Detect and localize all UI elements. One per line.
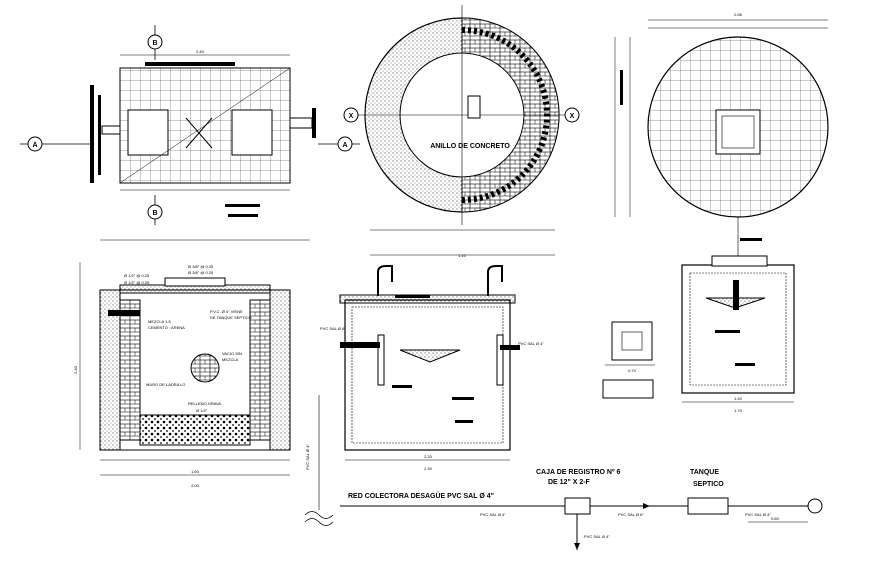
concrete-ring-label: ANILLO DE CONCRETO: [430, 143, 510, 150]
pit-outer-dim: 2.00: [191, 483, 200, 488]
end-pit-symbol: [807, 498, 823, 514]
pvc-segment-2: PVC SAL Ø 6": [618, 512, 644, 517]
svg-text:A: A: [342, 142, 347, 149]
right-plan-width-dim: 2.56: [734, 12, 743, 17]
concrete-ring-plan: ANILLO DE CONCRETO 1.10: [350, 5, 575, 258]
pit-width-dim: 1.60: [191, 469, 200, 474]
brick-wall-right: [249, 299, 271, 441]
section-marker-x-right: X: [564, 107, 580, 123]
pit-height-dim: 2.40: [73, 365, 78, 374]
right-tank-outer-dim: 1.70: [734, 408, 743, 413]
slab-top-bar: [145, 62, 235, 66]
brick-wall-label: MURO DE LADRILLO: [146, 382, 185, 387]
right-tank-section: 1.40 1.70: [681, 238, 795, 413]
section-marker-b-top: B: [147, 25, 163, 60]
registry-box-label: CAJA DE REGISTRO Nº 6: [536, 469, 620, 476]
section-marker-x-left: X: [343, 107, 359, 123]
opening-left: [127, 109, 169, 156]
septic-tank-label: TANQUE: [690, 469, 719, 476]
small-box-dim: 0.70: [628, 368, 637, 373]
registry-box-label-2: DE 12" X 2-F: [548, 479, 591, 486]
section-marker-a-left: A: [20, 136, 90, 152]
gravel-size-label: Ø 1/2": [196, 408, 208, 413]
void-label: VACIO SIN: [222, 351, 242, 356]
right-tank-inner-dim: 1.40: [734, 396, 743, 401]
percolation-pit-section: 1.60 2.00 2.40 MEZCLA 1:5 CEMENTO : AREN…: [73, 262, 291, 488]
svg-text:X: X: [349, 113, 354, 120]
pvc-in-label: PVC SAL Ø 6": [320, 326, 346, 331]
rebar-label-1: Ø 1/2" @ 0.25: [124, 273, 150, 278]
pvc-vertical-label: PVC SAL Ø 4": [305, 444, 310, 470]
top-right-circle-plan: 2.56: [614, 12, 829, 262]
section-marker-b-bottom: B: [147, 195, 163, 225]
brick-wall-left: [119, 299, 141, 441]
network-end-dim: 0.60: [771, 516, 780, 521]
pvc-down-label: PVC SAL Ø 4": [584, 534, 610, 539]
rebar-label-4: Ø 3/8" @ 0.25: [188, 270, 214, 275]
svg-text:B: B: [152, 40, 157, 47]
septic-tank-section: 2.20 2.30 PVC SAL Ø 6" PVC SAL Ø 4": [320, 265, 544, 471]
left-wall-bar: [90, 85, 94, 183]
pvc-segment-3: PVC SAL Ø 4": [745, 512, 771, 517]
pipe-inlet-label-2: DE TANQUE SEPTICO: [210, 315, 252, 320]
pvc-segment-1: PVC SAL Ø 4": [480, 512, 506, 517]
pipe-inlet-label: P.V.C. Ø 4" VIENE: [210, 309, 243, 314]
top-left-plan: 2.40: [90, 49, 316, 241]
top-plan-width-dim: 2.40: [196, 49, 205, 54]
registry-box-symbol: [564, 497, 591, 515]
gravel-fill-label: RELLENO GRAVA: [188, 401, 222, 406]
svg-text:A: A: [32, 142, 37, 149]
section-marker-a-right: A: [318, 136, 360, 152]
drainage-network: PVC SAL Ø 4" RED COLECTORA DESAGÜE PVC S…: [304, 395, 823, 550]
opening-right: [231, 109, 273, 156]
septic-tank-symbol: [687, 497, 729, 515]
network-title: RED COLECTORA DESAGÜE PVC SAL Ø 4": [348, 491, 494, 500]
small-detail-box: 0.70: [602, 321, 655, 399]
void-label-2: MEZCLA: [222, 357, 239, 362]
mix-label: MEZCLA 1:5: [148, 319, 171, 324]
rebar-label-3: Ø 3/8" @ 0.25: [188, 264, 214, 269]
svg-text:X: X: [570, 113, 575, 120]
tank-width-dim: 2.20: [424, 454, 433, 459]
svg-text:B: B: [152, 210, 157, 217]
mix-detail: CEMENTO : ARENA: [148, 325, 185, 330]
septic-tank-label-2: SEPTICO: [693, 481, 724, 488]
void-circle: [190, 353, 220, 383]
pvc-out-label: PVC SAL Ø 4": [518, 341, 544, 346]
tank-outer-dim: 2.30: [424, 466, 433, 471]
circle-width-dim: 1.10: [458, 253, 467, 258]
rebar-label-2: Ø 1/2" @ 0.25: [124, 280, 150, 285]
gravel-fill: [139, 414, 251, 446]
